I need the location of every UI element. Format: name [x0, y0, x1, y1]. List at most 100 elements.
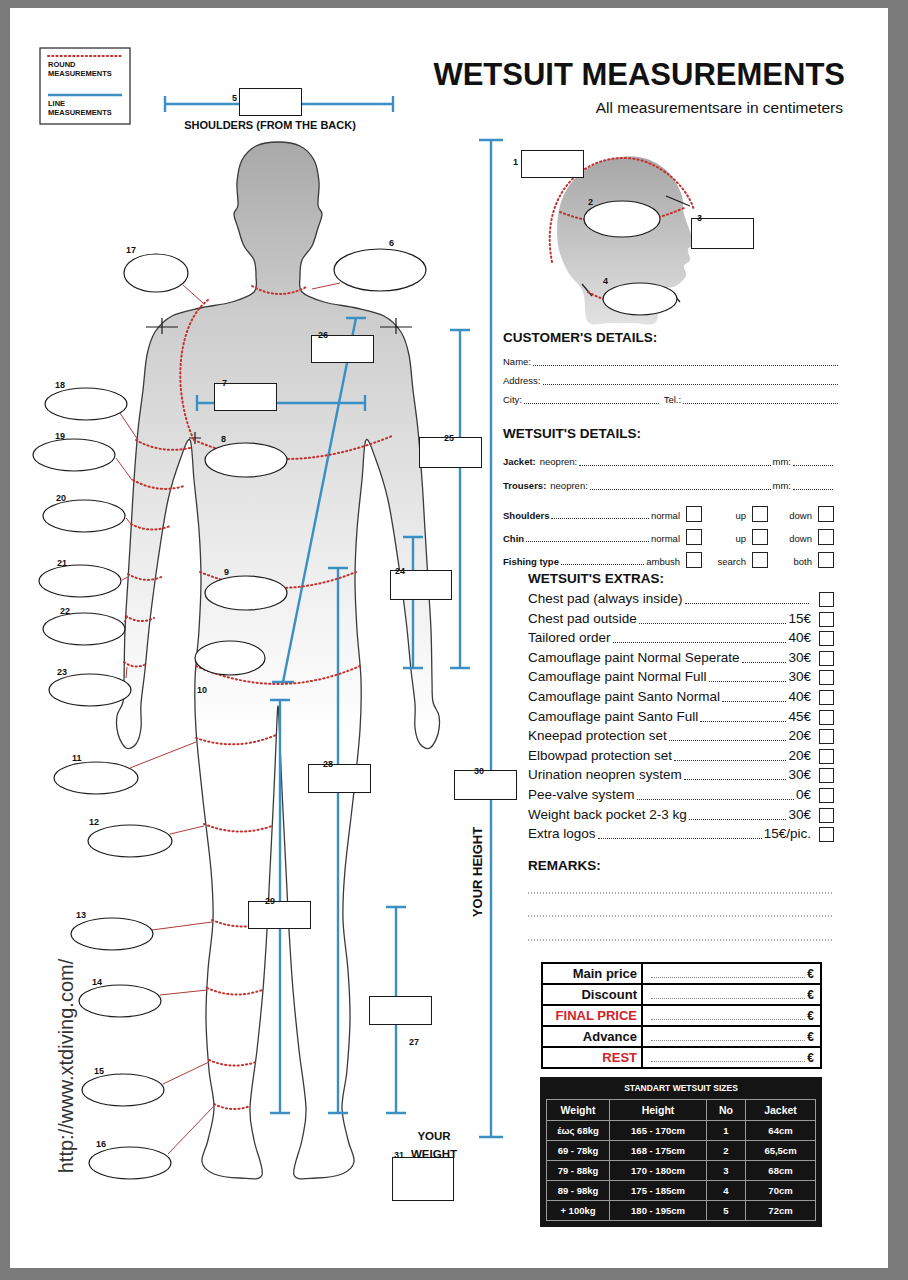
table-value: 2 — [723, 1145, 728, 1157]
line-measurements — [165, 96, 503, 1137]
oval-outline — [194, 640, 266, 676]
node-text-slot: 10 — [197, 679, 207, 697]
measure-box: 25 — [419, 437, 482, 468]
text-slot: Name: — [503, 356, 840, 369]
node-text-slot: 9 — [224, 561, 229, 579]
node-text-slot: 13 — [76, 904, 86, 922]
dotted-leader — [683, 403, 838, 404]
callout-number: 16 — [96, 1139, 106, 1149]
callout-number: 28 — [323, 759, 333, 769]
measure-oval: 21 — [38, 564, 122, 598]
option-text: normal — [651, 533, 680, 546]
price-text: 0€ — [796, 787, 811, 803]
node-text-slot: 14 — [92, 971, 102, 989]
checkbox — [686, 506, 702, 522]
field-label: Chin — [503, 533, 524, 546]
callout-number: 19 — [55, 431, 65, 441]
oval-outline — [53, 761, 139, 795]
table-cell: 69 - 78kg — [547, 1141, 609, 1160]
field-label: Fishing type — [503, 556, 559, 569]
table-title-text: STANDART WETSUIT SIZES — [624, 1083, 738, 1093]
checkbox — [819, 710, 834, 725]
text-slot: WETSUIT'S DETAILS: — [503, 426, 833, 442]
oval-outline — [78, 984, 162, 1018]
node-text-slot: 26 — [318, 324, 328, 342]
callout-number: 5 — [232, 93, 237, 103]
price-text: 30€ — [788, 767, 811, 783]
checkbox — [819, 670, 834, 685]
price-text: 45€ — [788, 709, 811, 725]
dotted-leader — [561, 564, 644, 565]
table-value: 165 - 170cm — [631, 1125, 685, 1137]
callout-number: 25 — [444, 433, 454, 443]
checkbox — [819, 768, 834, 783]
measure-box: 1 — [521, 150, 584, 178]
measure-box: 27 — [369, 996, 432, 1025]
measure-oval: 12 — [87, 824, 173, 858]
table-value: 64cm — [768, 1125, 792, 1137]
section-heading: WETSUIT'S EXTRAS: — [528, 571, 664, 586]
table-cell: + 100kg — [547, 1201, 609, 1220]
oval-shape — [43, 613, 125, 645]
text-slot: CUSTOMER'S DETAILS: — [503, 330, 833, 346]
node-text-slot: 21 — [57, 552, 67, 570]
callout-number: 8 — [221, 434, 226, 444]
dotted-leader — [674, 760, 786, 761]
option-cell: down — [768, 529, 834, 545]
currency: € — [807, 988, 814, 1002]
section-heading: REMARKS: — [528, 858, 601, 873]
dotted-leader — [793, 489, 833, 490]
table-value: 4 — [723, 1185, 728, 1197]
text-slot: Chest pad outside15€ — [528, 611, 834, 627]
measure-box: 30 — [454, 770, 517, 800]
text-slot: Tailored order40€ — [528, 630, 834, 646]
table-header-cell: No — [707, 1100, 745, 1120]
node-text-slot: 29 — [265, 890, 275, 908]
oval-shape — [205, 443, 287, 477]
measure-oval: 16 — [88, 1146, 172, 1180]
price-label-cell: REST — [542, 1047, 642, 1068]
remarks-lines — [528, 893, 833, 940]
oval-shape — [33, 439, 115, 471]
checkbox — [819, 788, 834, 803]
reference-ticks — [146, 196, 690, 444]
callout-number: 11 — [72, 753, 82, 763]
extra-item: Elbowpad protection set — [528, 748, 672, 764]
dotted-leader — [669, 740, 787, 741]
text-slot: REMARKS: — [528, 858, 834, 874]
table-title: STANDART WETSUIT SIZES — [546, 1082, 816, 1095]
oval-outline — [204, 442, 288, 478]
measure-oval: 18 — [44, 387, 128, 421]
price-label: REST — [602, 1050, 637, 1065]
text-slot: Camouflage paint Santo Full45€ — [528, 709, 834, 725]
table-cell: 64cm — [746, 1121, 815, 1140]
table-cell: 89 - 98kg — [547, 1181, 609, 1200]
dotted-leader — [533, 365, 838, 366]
node-text-slot: 18 — [55, 374, 65, 392]
table-value: 3 — [723, 1165, 728, 1177]
measure-oval: 6 — [333, 248, 427, 292]
checkbox — [819, 592, 834, 607]
field-label: Jacket: — [503, 456, 536, 469]
dotted-leader — [526, 541, 649, 542]
price-label-cell: Main price — [542, 963, 642, 984]
table-value: έως 68kg — [557, 1125, 599, 1137]
callout-number: 26 — [318, 330, 328, 340]
head-profile — [557, 157, 696, 325]
oval-outline — [48, 673, 132, 707]
dotted-leader — [651, 977, 805, 978]
option-cell: up — [702, 506, 768, 522]
callout-number: 9 — [224, 567, 229, 577]
price-label: Discount — [581, 987, 637, 1002]
price-value-cell: € — [642, 963, 821, 984]
dotted-leader — [524, 403, 659, 404]
callout-number: 27 — [409, 1037, 419, 1047]
table-cell: 65,5cm — [746, 1141, 815, 1160]
extra-item: Pee-valve system — [528, 787, 635, 803]
oval-outline — [42, 499, 126, 533]
subtitle: All measurementsare in centimeters — [596, 99, 843, 116]
table-value: 168 - 175cm — [631, 1145, 685, 1157]
table-cell: 68cm — [746, 1161, 815, 1180]
price-text: 30€ — [788, 669, 811, 685]
extra-item: Extra logos — [528, 826, 596, 842]
